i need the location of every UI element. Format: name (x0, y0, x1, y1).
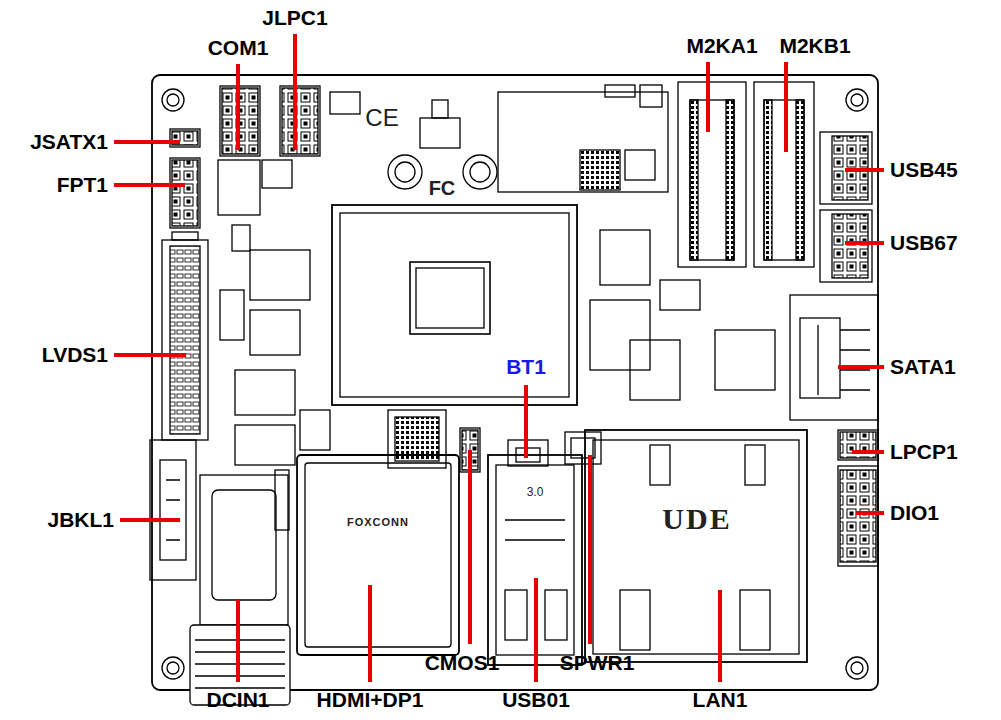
board-marking: CE (365, 105, 398, 131)
board-marking: UDE (662, 502, 731, 535)
part-label: USB45 (890, 158, 958, 181)
part-label: COM1 (208, 36, 269, 59)
part-label: USB01 (502, 688, 570, 711)
part-label: CMOS1 (425, 651, 500, 674)
part-label: BT1 (506, 355, 546, 378)
part-label: LVDS1 (42, 343, 108, 366)
part-label: DCIN1 (206, 688, 269, 711)
part-label: USB67 (890, 231, 958, 254)
part-label: SATA1 (890, 355, 956, 378)
part-label: DIO1 (890, 501, 939, 524)
part-label: FPT1 (57, 173, 108, 196)
part-label: JBKL1 (47, 508, 114, 531)
part-label: SPWR1 (560, 651, 635, 674)
board-marking: FC (429, 177, 456, 199)
leader-lines (114, 34, 884, 682)
board-marking: FOXCONN (347, 516, 409, 528)
part-label: M2KA1 (686, 34, 757, 57)
part-label: LAN1 (693, 688, 748, 711)
part-label: HDMI+DP1 (317, 688, 424, 711)
part-label: LPCP1 (890, 440, 958, 463)
board-marking: 3.0 (527, 486, 544, 499)
part-label: M2KB1 (779, 34, 850, 57)
part-label: JLPC1 (262, 6, 327, 29)
part-label: JSATX1 (30, 130, 108, 153)
